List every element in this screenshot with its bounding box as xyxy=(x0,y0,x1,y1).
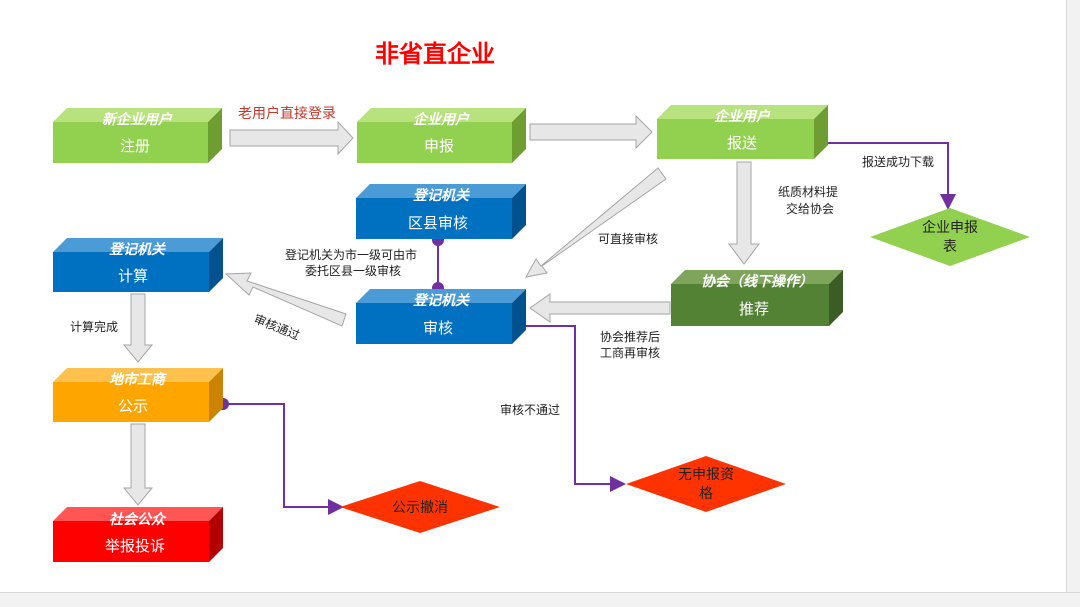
box-header: 社会公众 xyxy=(109,511,167,528)
box-body: 举报投诉 xyxy=(105,537,165,555)
box-body: 审核 xyxy=(423,319,453,337)
box-body: 报送 xyxy=(727,134,757,152)
label-review-failed: 审核不通过 xyxy=(500,402,560,417)
connector-publicize-to-revoke xyxy=(217,398,344,515)
arrow-publicize-to-report xyxy=(122,423,154,506)
box-association-recommend: 协会（线下操作） 推荐 xyxy=(671,270,843,326)
arrow-submit-to-assoc xyxy=(728,161,760,265)
label-paper-materials: 纸质材料提 xyxy=(778,184,838,199)
label-assoc-rereview: 工商再审核 xyxy=(600,345,660,360)
box-header: 登记机关 xyxy=(413,292,470,309)
box-header: 登记机关 xyxy=(413,187,470,204)
arrow-new-to-apply xyxy=(229,120,354,156)
arrow-assoc-to-review xyxy=(529,293,671,323)
window-bottom-edge xyxy=(0,592,1080,607)
diamond-line: 表 xyxy=(943,239,957,255)
box-calculate: 登记机关 计算 xyxy=(53,238,223,292)
diamond-line: 无申报资 xyxy=(678,467,734,483)
box-body: 申报 xyxy=(424,137,454,155)
box-enterprise-apply: 企业用户 申报 xyxy=(357,108,526,163)
diamond-line: 企业申报 xyxy=(922,219,978,236)
label-direct-review: 可直接审核 xyxy=(598,231,658,246)
arrow-calc-to-publicize xyxy=(122,293,154,363)
diamond-line: 格 xyxy=(699,486,713,502)
label-paper-materials: 交给协会 xyxy=(786,201,834,216)
box-header: 企业用户 xyxy=(714,108,771,125)
box-publicize: 地市工商 公示 xyxy=(53,368,223,422)
box-new-user-register: 新企业用户 注册 xyxy=(53,108,222,163)
label-delegate-review: 登记机关为市一级可由市 xyxy=(285,247,417,262)
connector-submit-to-form xyxy=(812,137,956,210)
box-header: 登记机关 xyxy=(109,241,166,258)
box-county-review: 登记机关 区县审核 xyxy=(356,184,526,239)
label-old-user-login: 老用户直接登录 xyxy=(238,105,336,122)
box-enterprise-submit: 企业用户 报送 xyxy=(657,105,828,159)
box-header: 企业用户 xyxy=(413,111,470,128)
box-public-report: 社会公众 举报投诉 xyxy=(53,507,223,562)
label-calc-done: 计算完成 xyxy=(70,319,118,334)
arrow-apply-to-submit xyxy=(529,114,653,150)
box-header: 协会（线下操作） xyxy=(701,273,813,290)
label-download-after-submit: 报送成功下载 xyxy=(862,154,934,169)
connector-review-to-noqual xyxy=(514,320,626,492)
box-header: 地市工商 xyxy=(109,371,168,388)
box-body: 公示 xyxy=(118,397,148,415)
label-delegate-review: 委托区县一级审核 xyxy=(305,263,401,278)
box-body: 推荐 xyxy=(739,300,769,318)
diamond-line: 公示撤消 xyxy=(392,500,448,516)
diamond-publicity-revoked: 公示撤消 xyxy=(340,481,500,533)
arrow-submit-to-review xyxy=(525,167,667,278)
label-assoc-rereview: 协会推荐后 xyxy=(600,329,660,344)
box-body: 注册 xyxy=(120,137,150,155)
label-review-passed: 审核通过 xyxy=(252,311,302,343)
box-body: 区县审核 xyxy=(408,214,468,232)
window-right-edge xyxy=(1066,0,1080,606)
box-header: 新企业用户 xyxy=(102,111,173,128)
page-title: 非省直企业 xyxy=(375,40,495,68)
diamond-no-qualification: 无申报资 格 xyxy=(626,456,786,512)
diamond-application-form: 企业申报 表 xyxy=(870,208,1030,266)
box-body: 计算 xyxy=(118,267,148,285)
arrow-review-to-calc xyxy=(224,272,347,327)
box-review: 登记机关 审核 xyxy=(356,289,526,344)
